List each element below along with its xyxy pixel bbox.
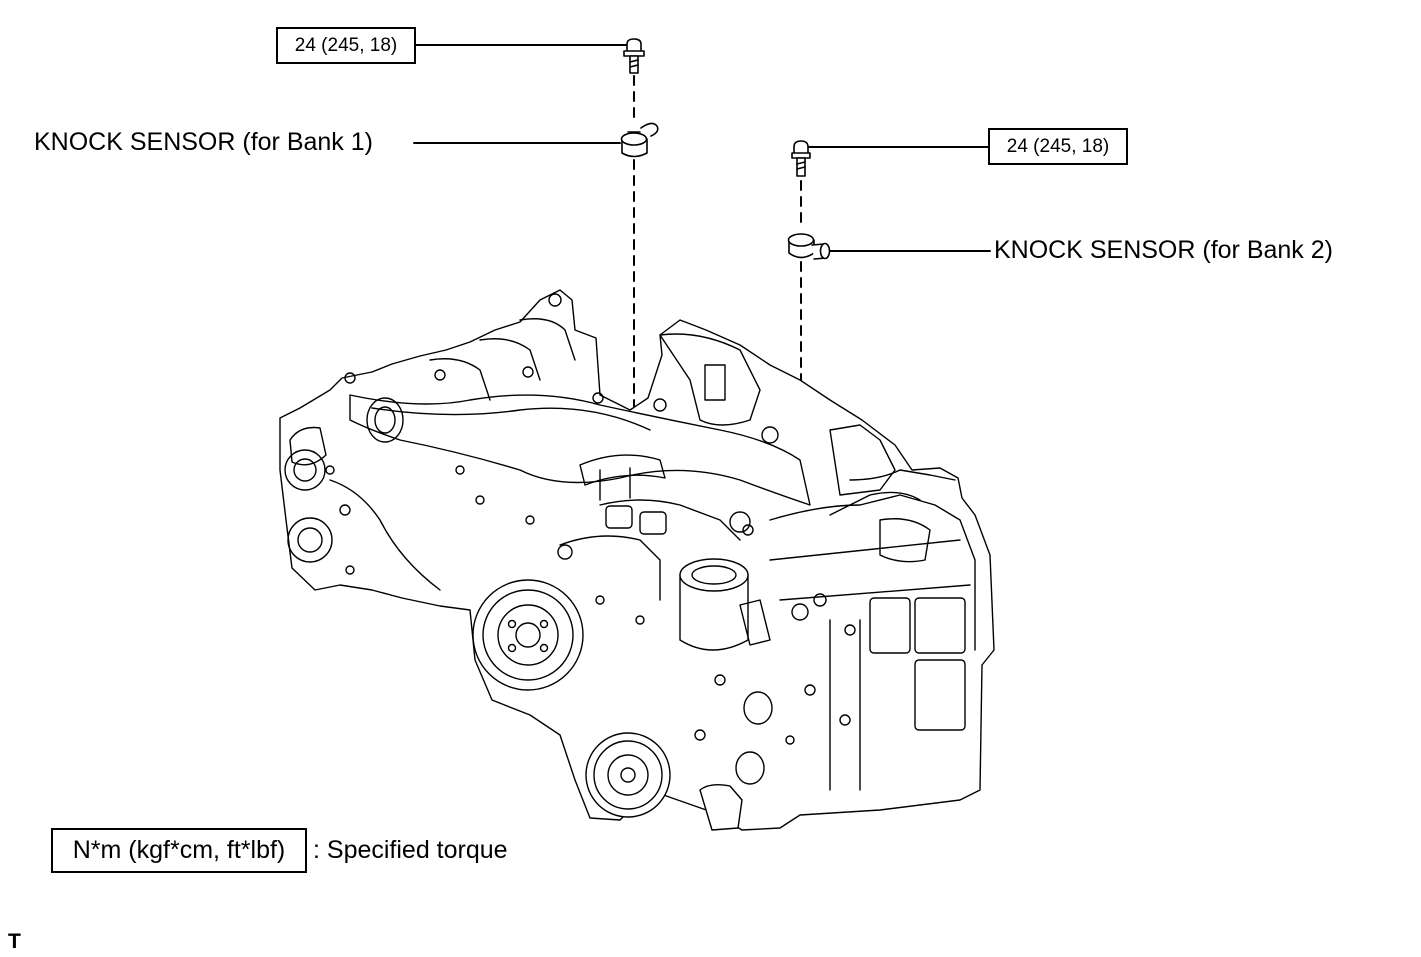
knock-sensor-bank-1-label: KNOCK SENSOR (for Bank 1) xyxy=(34,128,373,156)
oil-filter xyxy=(679,558,749,651)
knock-sensor-bank-2-label: KNOCK SENSOR (for Bank 2) xyxy=(994,236,1333,264)
legend-unit-box: N*m (kgf*cm, ft*lbf) xyxy=(51,828,307,873)
knock-sensor-icon xyxy=(620,122,659,158)
corner-mark: T xyxy=(8,930,21,953)
crank-pulley xyxy=(472,579,584,691)
knock-sensor-icon xyxy=(787,233,831,260)
engine-illustration xyxy=(279,289,995,831)
lower-pulley xyxy=(585,732,743,831)
bolt-icon xyxy=(623,38,645,74)
torque-spec-bank-1: 24 (245, 18) xyxy=(276,27,416,64)
bolt-icon xyxy=(791,140,811,177)
torque-spec-bank-2: 24 (245, 18) xyxy=(988,128,1128,165)
install-axis-lines xyxy=(633,75,802,511)
legend: N*m (kgf*cm, ft*lbf) : Specified torque xyxy=(51,828,508,873)
leader-lines xyxy=(413,44,991,252)
legend-description: : Specified torque xyxy=(313,836,508,864)
